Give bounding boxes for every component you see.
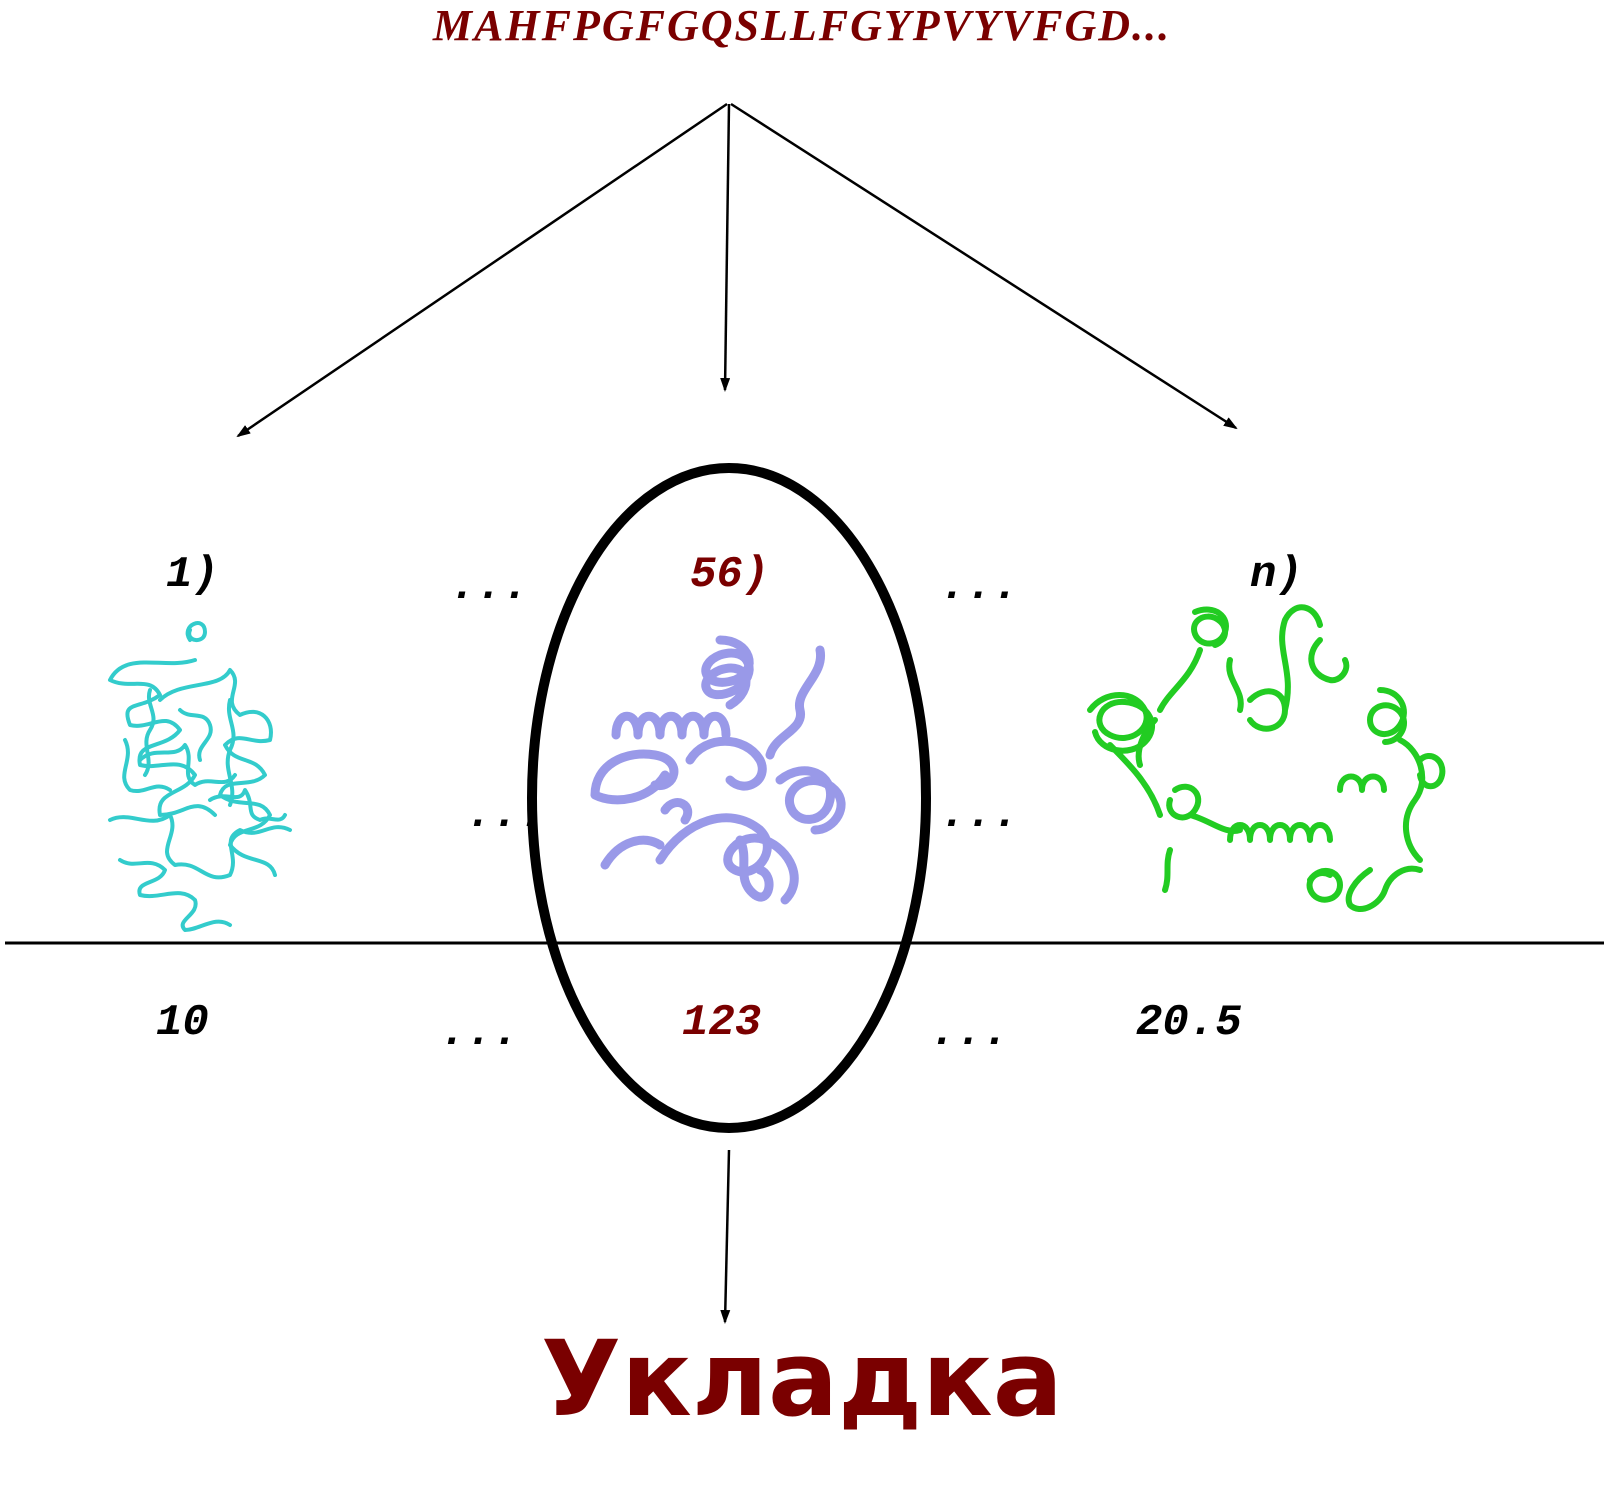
model-n-label: n)	[1250, 550, 1303, 600]
model-56-score: 123	[682, 998, 762, 1048]
arrow-to-model-n	[730, 102, 1238, 430]
protein-structure-blue	[590, 635, 846, 905]
ellipsis-bottom-right: ...	[930, 1008, 1010, 1058]
selection-ellipse	[527, 463, 931, 1133]
protein-structure-cyan	[108, 621, 292, 932]
arrow-to-model-1	[236, 102, 728, 438]
protein-structure-green	[1087, 604, 1446, 912]
model-1-score: 10	[156, 998, 209, 1048]
model-n-score: 20.5	[1136, 998, 1242, 1048]
ellipsis-bottom-left: ...	[440, 1008, 520, 1058]
amino-acid-sequence: MAHFPGFGQSLLFGYPVYVFGD...	[432, 1, 1172, 50]
model-56-label: 56)	[690, 550, 770, 600]
ellipsis-top-right: ...	[940, 562, 1020, 612]
arrow-to-result	[720, 1149, 731, 1324]
ellipsis-top-left: ...	[450, 562, 530, 612]
ellipsis-middle-right: ...	[940, 790, 1020, 840]
ellipsis-middle-left: ...	[466, 790, 546, 840]
arrow-to-model-56	[720, 103, 731, 392]
model-1-label: 1)	[166, 550, 219, 600]
result-label: Укладка	[541, 1318, 1063, 1440]
